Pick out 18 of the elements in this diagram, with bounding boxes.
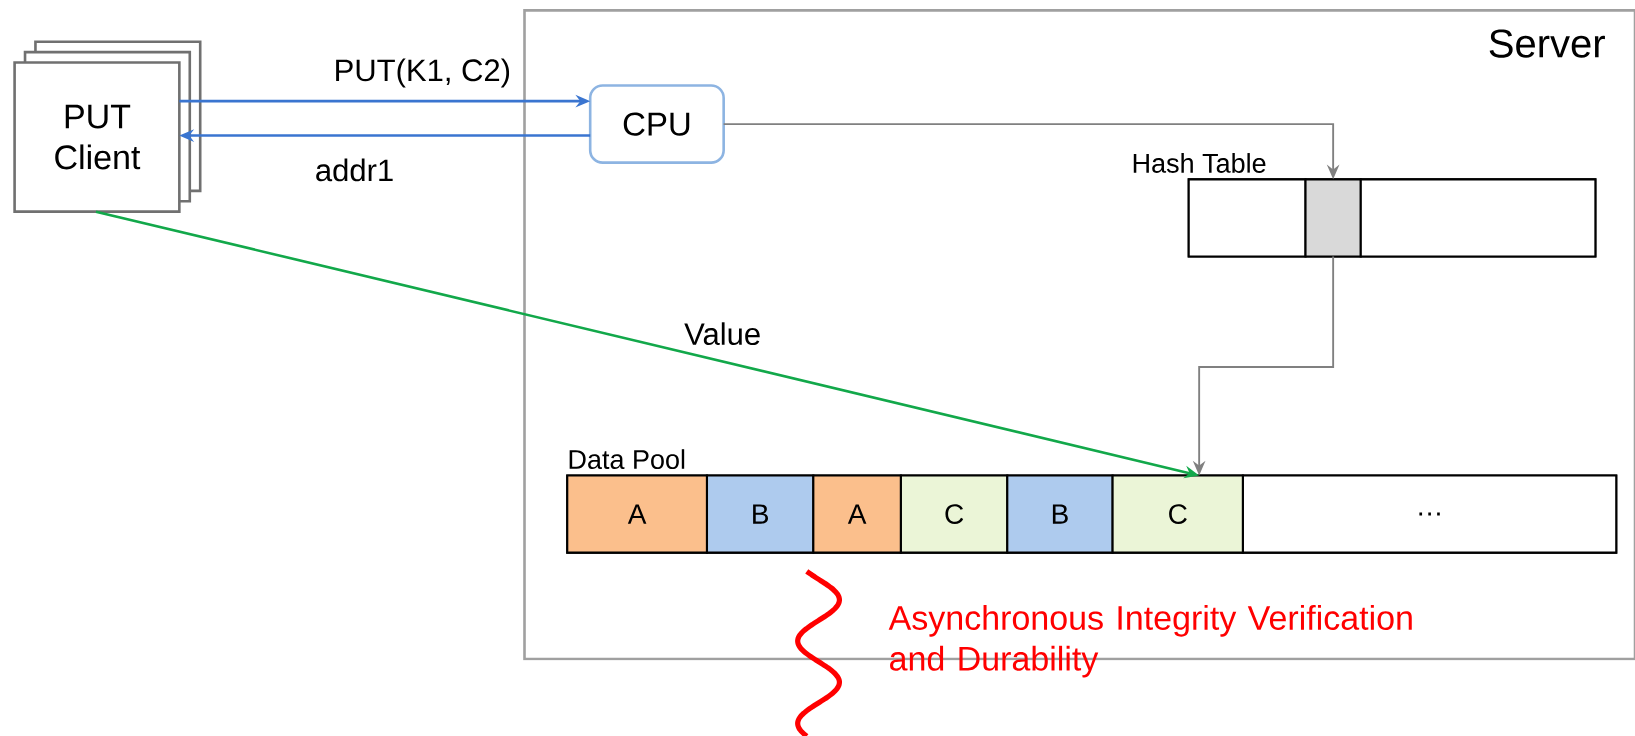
pool-cell: A — [566, 474, 709, 554]
edge-label: addr1 — [313, 157, 396, 183]
cpu-box: CPU — [588, 84, 725, 164]
note-text: Asynchronous Integrity Verification and Durability — [888, 605, 1412, 678]
client-box: PUT Client — [13, 40, 202, 213]
edge-label: Value — [683, 321, 763, 347]
table-cell — [1359, 178, 1597, 258]
table-cell — [1304, 178, 1362, 258]
pool-cell: B — [1006, 474, 1114, 554]
pool-cell: C — [1111, 474, 1244, 554]
pool-cell: B — [705, 474, 815, 554]
pool-cell: … — [1241, 474, 1618, 554]
pool-cell: A — [812, 474, 902, 554]
node-label: Data Pool — [569, 449, 685, 470]
pool-cell: C — [899, 474, 1009, 554]
node-label: Hash Table — [1133, 153, 1266, 173]
table-cell — [1187, 178, 1307, 258]
edge-label: PUT(K1, C2) — [332, 57, 513, 89]
